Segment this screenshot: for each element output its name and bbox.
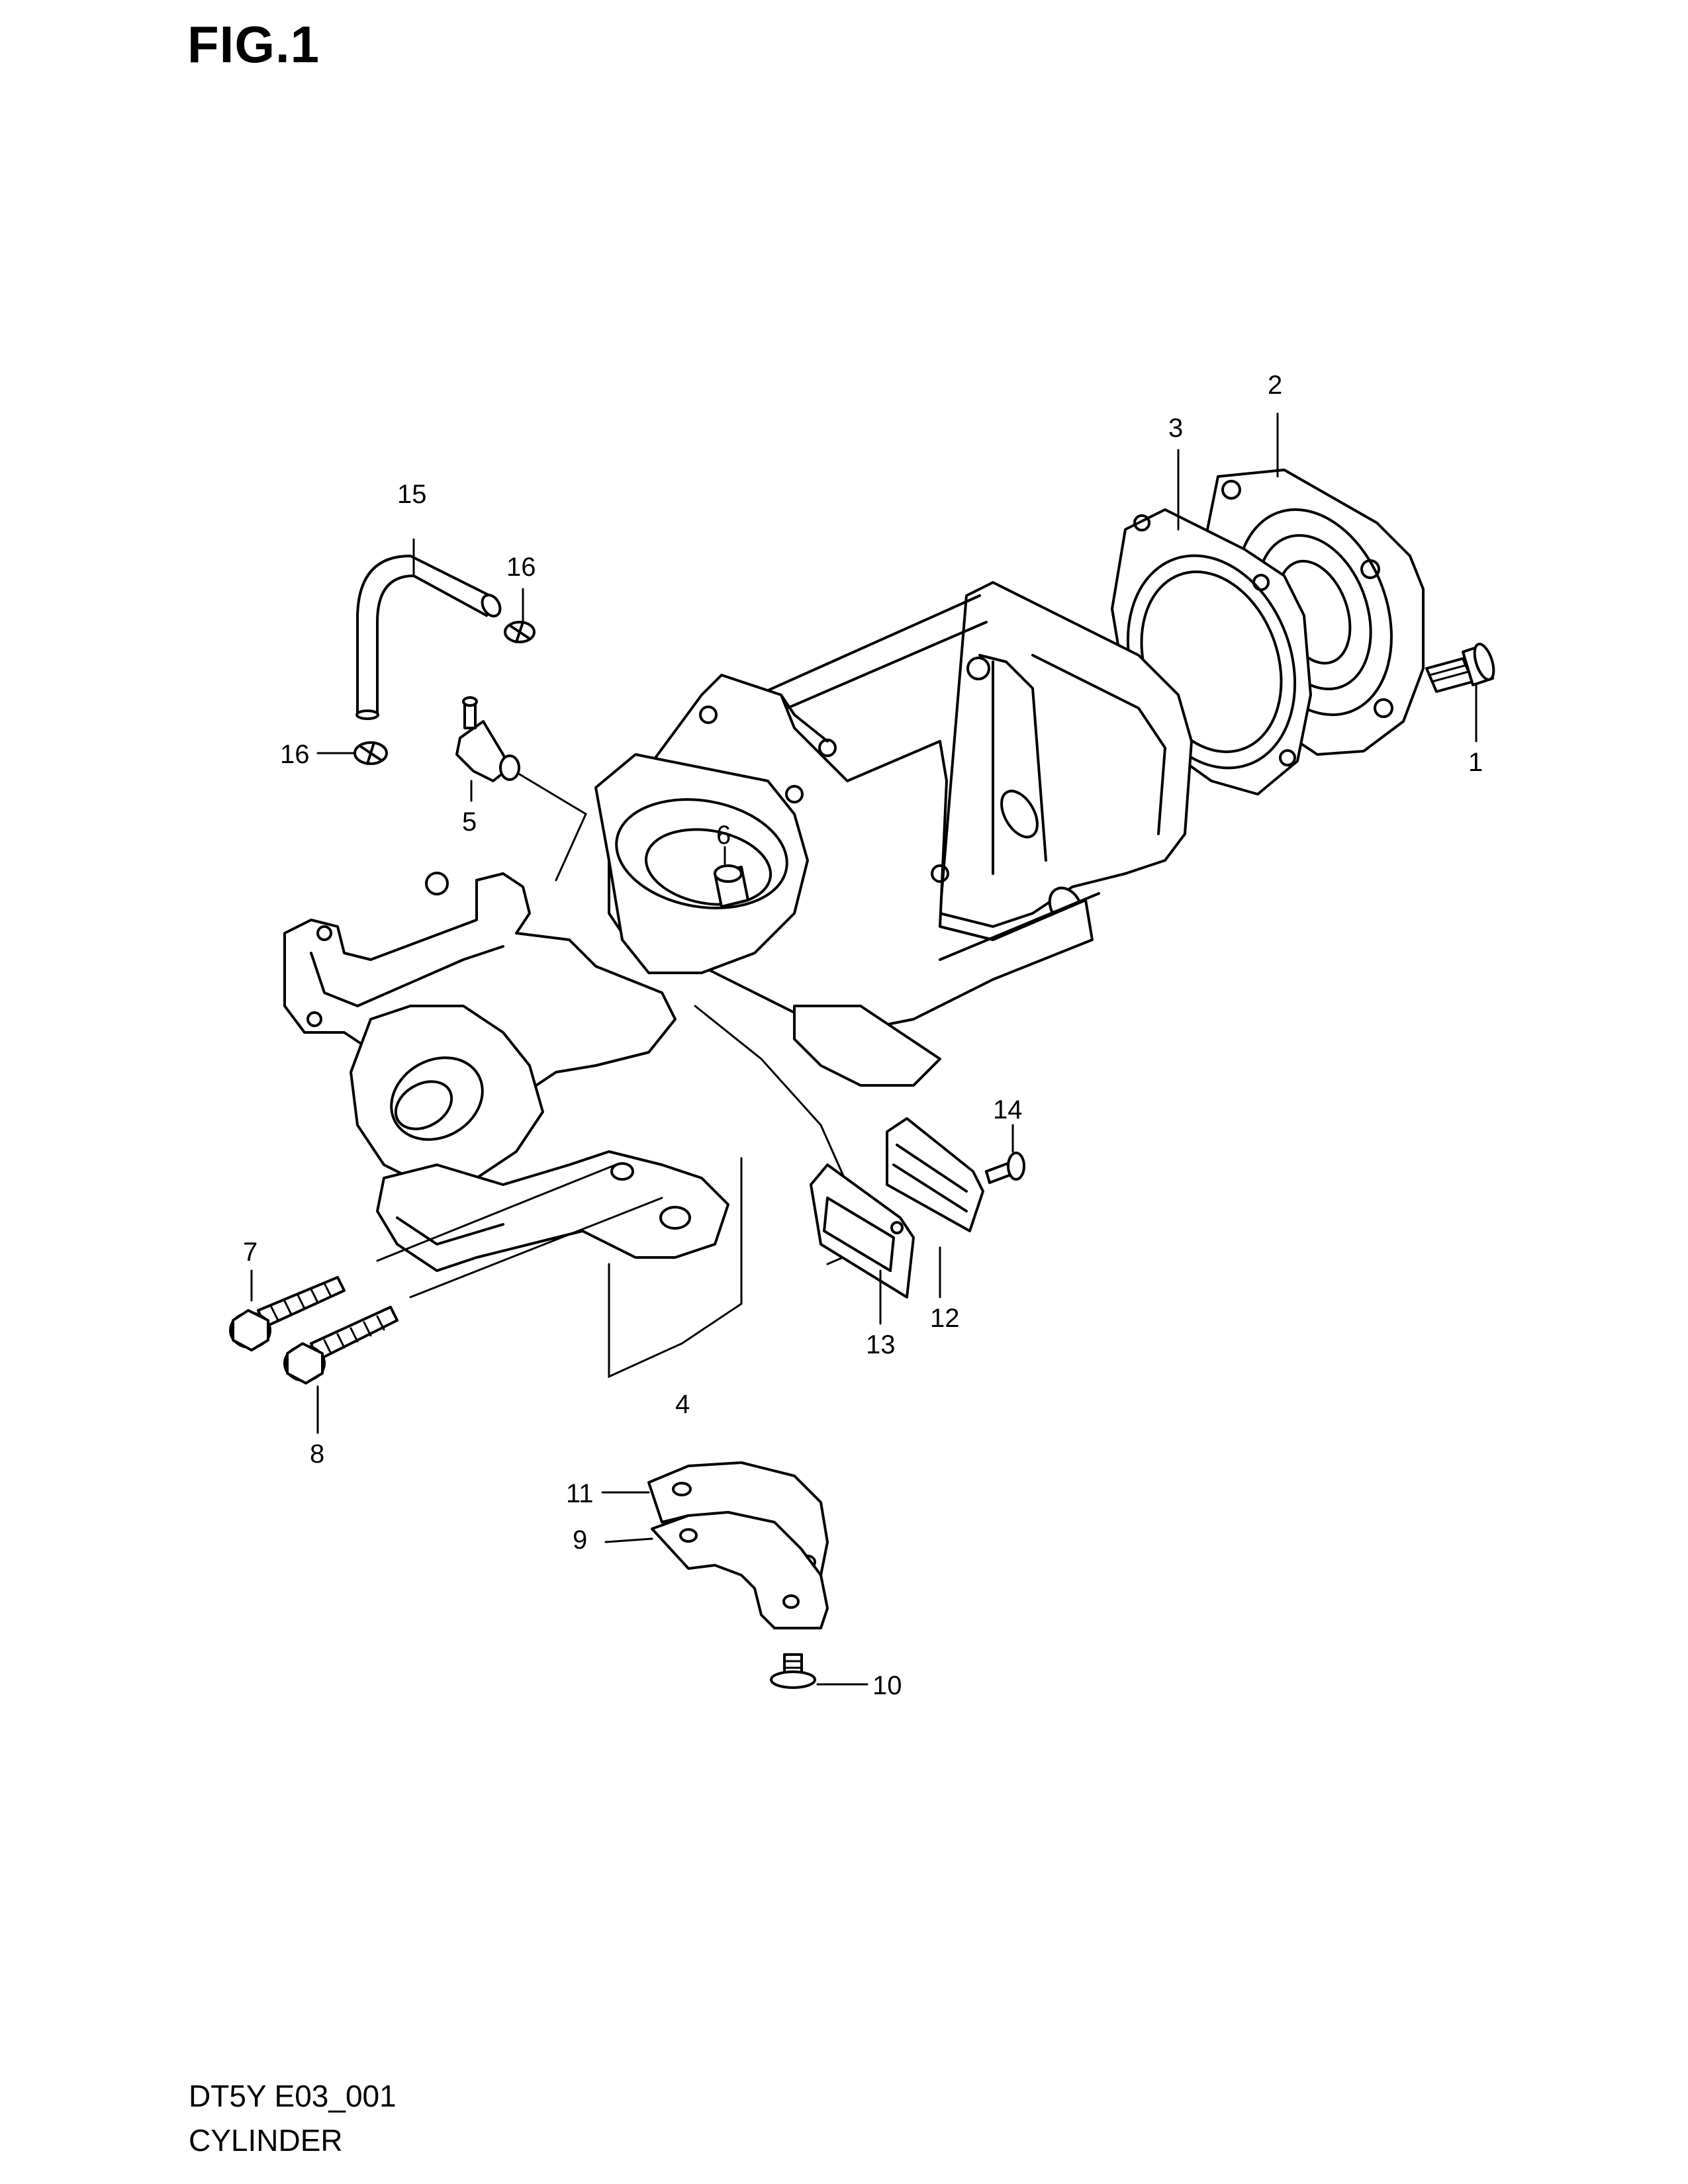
part-13-reed-plate: [810, 1163, 915, 1325]
callout-1: 1: [1468, 748, 1483, 777]
part-5-fitting: [455, 696, 587, 882]
part-10-screw: [770, 1653, 816, 1689]
part-6-dowel-pin: [714, 864, 749, 908]
callout-15: 15: [397, 480, 427, 509]
callout-11: 11: [566, 1479, 594, 1508]
part-14-screw: [985, 1124, 1025, 1184]
callout-12: 12: [930, 1304, 960, 1333]
leader-lines: [316, 412, 1279, 1686]
callout-2: 2: [1268, 371, 1282, 400]
callout-10: 10: [872, 1671, 902, 1700]
callout-labels: 1 2 3 4 5 6 7 8 9 10 11 12 13 14 15 16 1…: [243, 371, 1483, 1700]
callout-9: 9: [573, 1525, 587, 1555]
part-4-cylinder-block: [283, 581, 1193, 1379]
figure-title: FIG.1: [187, 15, 320, 73]
callout-8: 8: [310, 1439, 324, 1469]
diagram-code: DT5Y E03_001: [189, 2079, 397, 2113]
callout-13: 13: [866, 1330, 896, 1359]
callout-7: 7: [243, 1238, 258, 1267]
part-15-hose: [355, 555, 502, 720]
part-1-bolt: [1425, 643, 1495, 743]
part-12-reed-valve: [886, 1117, 984, 1298]
callout-16-left: 16: [280, 740, 310, 769]
callout-16-top: 16: [506, 553, 536, 582]
part-16-clip-top: [504, 621, 536, 643]
diagram-name: CYLINDER: [189, 2123, 343, 2158]
callout-14: 14: [993, 1095, 1023, 1124]
callout-4: 4: [675, 1390, 690, 1419]
part-9-plate: [651, 1511, 829, 1629]
part-8-bolt: [283, 1197, 663, 1434]
part-16-clip-left: [353, 741, 388, 765]
callout-6: 6: [716, 821, 731, 850]
callout-3: 3: [1168, 414, 1183, 443]
callout-5: 5: [462, 807, 477, 837]
part-7-bolt: [229, 1163, 617, 1351]
